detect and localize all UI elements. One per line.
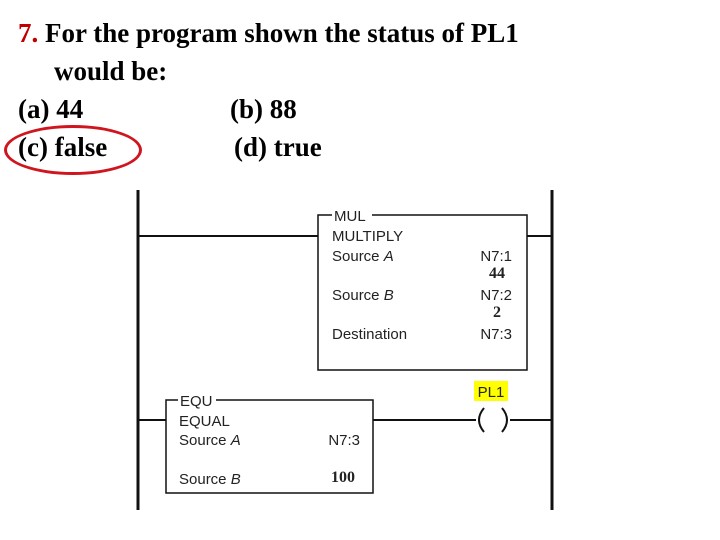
option-a: (a) 44 — [18, 94, 84, 124]
mul-source-b-label: Source B — [332, 287, 394, 304]
equ-block-subtitle: EQUAL — [179, 413, 230, 430]
equ-block-title: EQU — [180, 393, 213, 410]
coil-right-arc — [501, 407, 508, 433]
question-stem-2: would be: — [54, 56, 168, 86]
mul-destination-address: N7:3 — [480, 326, 512, 343]
equ-source-b-label: Source B — [179, 471, 241, 488]
question-stem-1: For the program shown the status of PL1 — [38, 18, 519, 48]
option-b: (b) 88 — [230, 94, 297, 124]
mul-block-subtitle: MULTIPLY — [332, 228, 403, 245]
equ-block-frame — [165, 399, 374, 494]
equ-source-a-address: N7:3 — [328, 432, 360, 449]
question-line-2: would be: — [18, 52, 708, 90]
coil-tag-label: PL1 — [478, 384, 505, 401]
question-line-1: 7. For the program shown the status of P… — [18, 14, 708, 52]
mul-source-b-address: N7:2 — [480, 287, 512, 304]
mul-source-a-label: Source A — [332, 248, 394, 265]
options-row-1: (a) 44 (b) 88 — [18, 90, 708, 128]
question-number: 7. — [18, 18, 39, 48]
mul-source-b-value: 2 — [493, 304, 501, 321]
mul-source-a-address: N7:1 — [480, 248, 512, 265]
coil-tag-highlight — [474, 381, 508, 401]
equ-source-a-label: Source A — [179, 432, 241, 449]
mul-block-frame — [317, 214, 528, 371]
answer-circle — [4, 125, 142, 175]
option-d: (d) true — [234, 132, 322, 162]
mul-destination-label: Destination — [332, 326, 407, 343]
coil-left-arc — [478, 407, 485, 433]
mul-block-title: MUL — [334, 208, 366, 225]
equ-source-b-value: 100 — [331, 469, 355, 486]
mul-source-a-value: 44 — [489, 265, 505, 282]
